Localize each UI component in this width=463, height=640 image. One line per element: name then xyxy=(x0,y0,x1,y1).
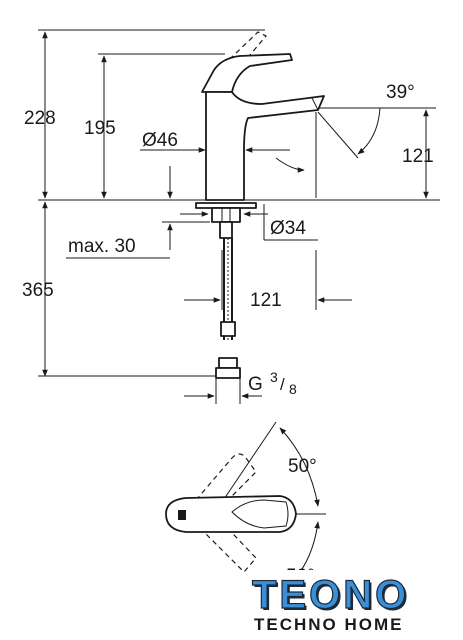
mount-stud xyxy=(219,221,233,239)
spout-tip-edge xyxy=(311,97,319,111)
dim-39-label: 39° xyxy=(386,82,415,103)
dim-50-top-label: 50° xyxy=(288,456,317,477)
lever-top-view-inner xyxy=(231,499,289,529)
hose-upper-break xyxy=(220,321,236,337)
dim-g38-num: 3 xyxy=(270,369,278,385)
spout-flow-arrow xyxy=(275,157,305,173)
faucet-body xyxy=(205,91,325,201)
dim-d46-label: Ø46 xyxy=(142,130,178,151)
logo-sub-text: TECHNO HOME xyxy=(254,615,404,634)
dim-g38-g: G xyxy=(248,374,263,395)
swing-ray-up xyxy=(217,421,277,509)
angle-50-top-arc xyxy=(279,427,320,507)
lever-swing-up-dashed xyxy=(195,453,257,519)
mount-nut xyxy=(211,207,241,223)
logo-main-text: TEONO xyxy=(252,573,409,617)
angle-39-ray xyxy=(317,111,359,159)
dim-d34-label: Ø34 xyxy=(270,218,306,239)
dim-195-label: 195 xyxy=(84,118,116,139)
teono-logo: TEONO TEONO TECHNO HOME xyxy=(250,570,440,636)
lever-solid xyxy=(201,53,293,93)
angle-50-bottom-arc xyxy=(299,521,320,573)
dim-max30-label: max. 30 xyxy=(68,236,136,257)
hose-fitting-nut xyxy=(215,367,241,379)
logo-main-shadow: TEONO xyxy=(254,575,411,619)
lever-indicator xyxy=(178,510,186,520)
dim-g38-slash: / xyxy=(280,375,285,394)
logo-bg xyxy=(250,570,440,636)
dim-121r-label: 121 xyxy=(250,290,282,311)
dim-365-label: 365 xyxy=(22,280,54,301)
hose-fitting xyxy=(218,357,238,369)
dim-228-label: 228 xyxy=(24,108,56,129)
dim-121h-label: 121 xyxy=(402,146,434,167)
angle-39-arc xyxy=(357,107,381,155)
dim-g38-den: 8 xyxy=(289,381,297,397)
